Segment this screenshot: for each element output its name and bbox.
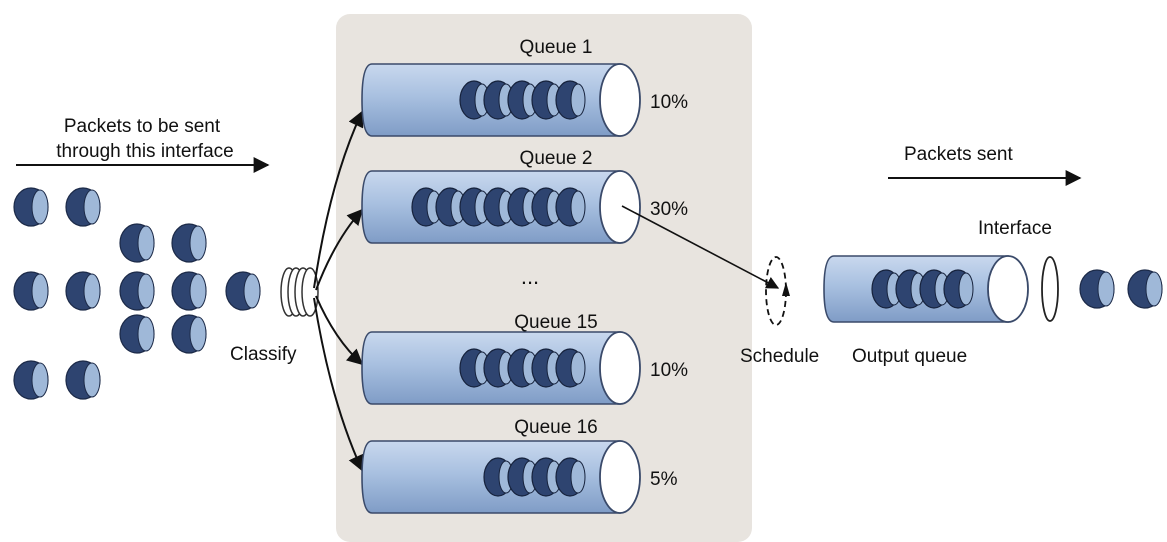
queued-packet xyxy=(507,187,538,227)
incoming-packet xyxy=(171,314,207,354)
incoming-packet xyxy=(65,360,101,400)
classify-arrow-queue-1 xyxy=(313,110,364,289)
classify-label: Classify xyxy=(230,344,297,365)
packets-sent-label: Packets sent xyxy=(904,144,1013,165)
incoming-packet xyxy=(13,271,49,311)
queue-name: Queue 1 xyxy=(520,37,593,58)
incoming-packets xyxy=(13,187,261,400)
classify-arrow-queue-2 xyxy=(315,208,364,291)
interface-label: Interface xyxy=(978,218,1052,239)
schedule-label: Schedule xyxy=(740,346,819,367)
incoming-packet xyxy=(171,271,207,311)
incoming-packet xyxy=(119,271,155,311)
outgoing-packet xyxy=(1127,269,1163,309)
outgoing-packets xyxy=(1079,269,1163,309)
incoming-packet xyxy=(119,314,155,354)
queue-3 xyxy=(361,331,641,405)
output-queue-tube xyxy=(823,255,1029,323)
output-queue-label: Output queue xyxy=(852,346,967,367)
classifier-icon xyxy=(280,267,319,317)
interface-ring xyxy=(1041,256,1059,322)
queue-2 xyxy=(361,170,641,244)
scheduler-icon xyxy=(765,256,790,326)
queue-mouth xyxy=(599,170,641,244)
output-queue-mouth xyxy=(987,255,1029,323)
queued-packet xyxy=(555,348,586,388)
incoming-packet xyxy=(65,187,101,227)
queue-mouth xyxy=(599,440,641,514)
queue-panel xyxy=(336,14,752,542)
queued-packet xyxy=(555,187,586,227)
queue-share: 10% xyxy=(650,360,688,381)
classify-arrow-queue-16 xyxy=(313,297,364,472)
queue-4 xyxy=(361,440,641,514)
incoming-packet xyxy=(13,360,49,400)
queue-share: 5% xyxy=(650,469,678,490)
queued-packet xyxy=(943,269,974,309)
incoming-packet xyxy=(119,223,155,263)
outgoing-packet xyxy=(1079,269,1115,309)
queue-name: Queue 16 xyxy=(514,417,597,438)
queue-mouth xyxy=(599,63,641,137)
queues: Queue 1 10% Queue 2 30% Queue 15 10% Queue 16 5… xyxy=(361,37,688,514)
queue-mouth xyxy=(599,331,641,405)
output-queue xyxy=(823,255,1029,323)
classify-arrow-queue-15 xyxy=(315,295,364,366)
incoming-packet xyxy=(225,271,261,311)
schedule-arrow xyxy=(621,205,780,289)
incoming-packet xyxy=(65,271,101,311)
incoming-packet xyxy=(13,187,49,227)
queued-packet xyxy=(555,80,586,120)
queue-share: 10% xyxy=(650,92,688,113)
queue-ellipsis: ... xyxy=(521,264,539,289)
queue-share: 30% xyxy=(650,199,688,220)
queue-name: Queue 2 xyxy=(520,148,593,169)
queue-1 xyxy=(361,63,641,137)
queued-packet xyxy=(555,457,586,497)
incoming-label-line2: through this interface xyxy=(56,141,233,162)
queued-packet xyxy=(435,187,466,227)
incoming-packet xyxy=(171,223,207,263)
incoming-label-line1: Packets to be sent xyxy=(64,116,221,137)
queue-name: Queue 15 xyxy=(514,312,597,333)
